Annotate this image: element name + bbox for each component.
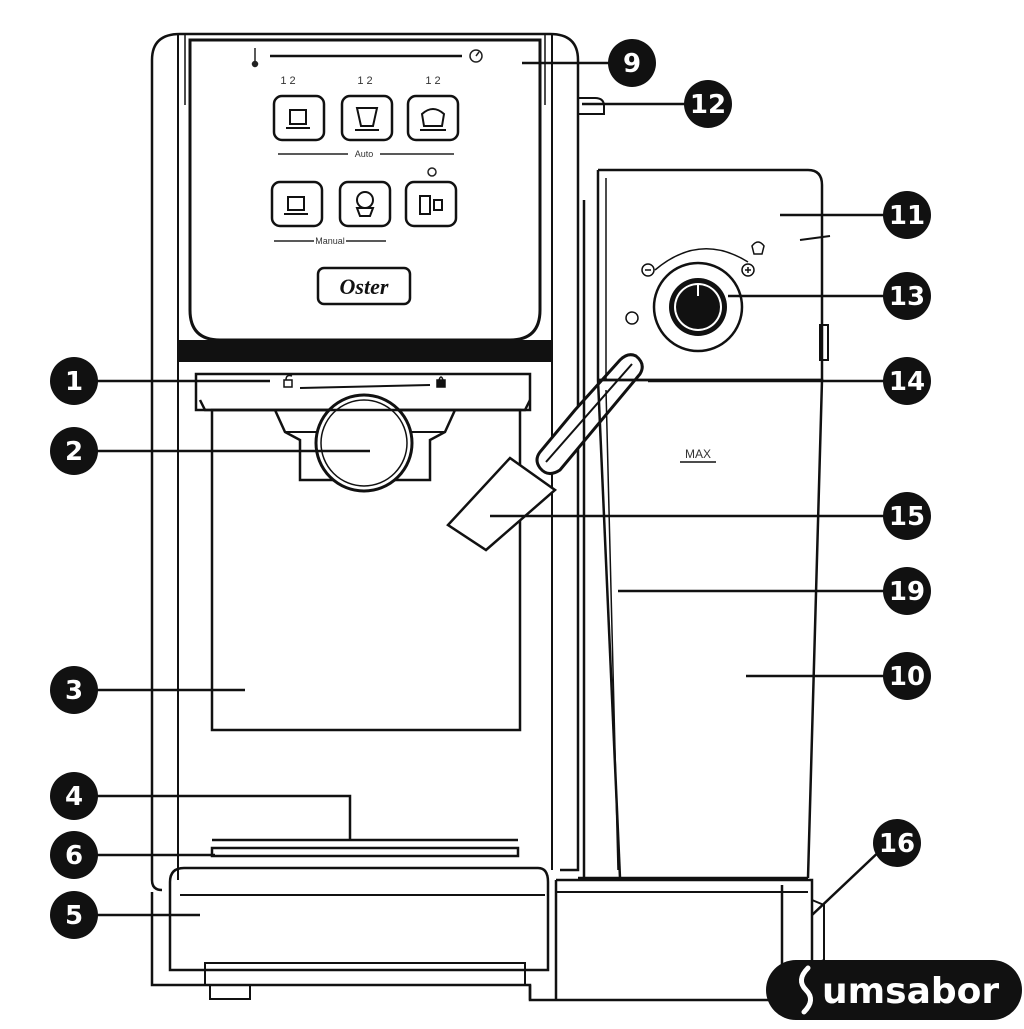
froth-control: [625, 241, 765, 353]
callout-16: 16: [873, 819, 921, 867]
callout-15-label: 15: [889, 502, 925, 532]
callout-14-label: 14: [889, 367, 925, 397]
callout-12: 12: [684, 80, 732, 128]
leader-lines: [74, 61, 890, 917]
callout-11: 11: [883, 191, 931, 239]
callout-3-label: 3: [65, 676, 83, 706]
lock-icon: [436, 376, 446, 388]
plus-icon: [741, 263, 755, 277]
froth-control-knob[interactable]: [652, 261, 744, 353]
portafilter-knob[interactable]: [314, 393, 414, 493]
logo-text: umsabor: [822, 971, 999, 1012]
cup-count-1: 1 2: [280, 75, 295, 87]
callout-19: 19: [883, 567, 931, 615]
manual-espresso-button[interactable]: [270, 180, 324, 228]
umsabor-logo: umsabor: [766, 960, 1022, 1020]
callout-10-label: 10: [889, 662, 925, 692]
callout-11-label: 11: [889, 201, 925, 231]
clean-icon: [625, 311, 639, 325]
cup-count-3: 1 2: [425, 75, 440, 87]
callout-2-label: 2: [65, 437, 83, 467]
callout-1: 1: [50, 357, 98, 405]
auto-label: Auto: [355, 149, 374, 159]
manual-milk-button[interactable]: [338, 180, 392, 228]
max-marker: MAX: [680, 447, 716, 463]
coffee-cup-icon: [355, 107, 379, 131]
milk-reservoir: [596, 168, 831, 382]
steam-icon: [427, 167, 437, 177]
machine-body: [150, 32, 775, 1002]
manual-steam-button[interactable]: [404, 180, 458, 228]
froth-scale: [654, 248, 749, 271]
froth-cup-icon: [751, 241, 765, 255]
callout-1-label: 1: [65, 367, 83, 397]
steam-swirl-icon: [799, 965, 813, 1015]
milk-pitcher-icon: [355, 191, 375, 217]
callout-4-label: 4: [65, 782, 83, 812]
callout-5-label: 5: [65, 901, 83, 931]
callout-15: 15: [883, 492, 931, 540]
steam-wand-tip: [446, 456, 558, 552]
callout-4: 4: [50, 772, 98, 820]
cup-area: [168, 408, 550, 1000]
cappuccino-cup-icon: [420, 108, 446, 131]
steam-outlet: [578, 97, 605, 115]
callout-12-label: 12: [690, 90, 726, 120]
callout-19-label: 19: [889, 577, 925, 607]
callout-16-label: 16: [879, 829, 915, 859]
callout-2: 2: [50, 427, 98, 475]
coffee-button[interactable]: [340, 94, 394, 142]
cup-count-2: 1 2: [357, 75, 372, 87]
callout-14: 14: [883, 357, 931, 405]
thermometer-icon: [251, 48, 259, 68]
unlock-icon: [283, 374, 293, 388]
callout-9: 9: [608, 39, 656, 87]
max-label: MAX: [685, 447, 711, 461]
steam-wand-icon: [419, 195, 443, 215]
callout-6-label: 6: [65, 841, 83, 871]
espresso-cup-icon: [286, 109, 310, 129]
clock-icon: [469, 49, 483, 63]
callout-5: 5: [50, 891, 98, 939]
callout-6: 6: [50, 831, 98, 879]
callout-3: 3: [50, 666, 98, 714]
control-panel: 1 2 1 2 1 2 Auto: [178, 38, 552, 362]
callout-9-label: 9: [623, 49, 641, 79]
callout-10: 10: [883, 652, 931, 700]
brand-text: Oster: [340, 274, 389, 299]
callout-13-label: 13: [889, 282, 925, 312]
callout-13: 13: [883, 272, 931, 320]
lock-indicator-line: [299, 384, 431, 389]
manual-label: Manual: [315, 236, 345, 246]
oster-logo: Oster: [316, 266, 412, 306]
cappuccino-button[interactable]: [406, 94, 460, 142]
minus-icon: [641, 263, 655, 277]
water-tank: [554, 200, 825, 1000]
steam-wand: [446, 353, 644, 552]
manual-cup-icon: [284, 196, 308, 215]
espresso-button[interactable]: [272, 94, 326, 142]
